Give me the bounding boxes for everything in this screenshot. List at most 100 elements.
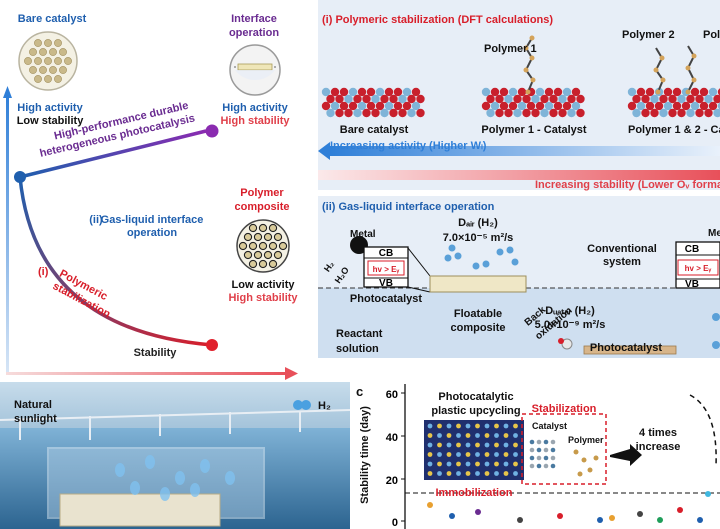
increase-line2: increase xyxy=(636,441,681,453)
immob-atom xyxy=(503,461,509,467)
catalyst-particle xyxy=(39,66,47,74)
upcycling-line1: Photocatalytic xyxy=(438,391,513,403)
stab-catalyst-atom xyxy=(536,447,542,453)
slab-atom xyxy=(681,101,691,111)
slab-atom xyxy=(375,101,385,111)
tick-0: 0 xyxy=(392,517,398,529)
composite-cell xyxy=(248,223,258,233)
slab-atom xyxy=(398,108,407,118)
h2-bubble xyxy=(448,244,456,252)
slab-atom xyxy=(398,94,407,104)
reactant-line1: Reactant xyxy=(336,328,383,340)
immob-atom xyxy=(475,433,480,438)
immob-atom xyxy=(475,461,480,467)
polymer12-catalyst-slab xyxy=(627,87,720,118)
scatter-marker xyxy=(657,517,663,523)
slab-atom xyxy=(663,87,673,97)
slab-atom xyxy=(517,87,527,97)
interface-title-line1: Interface xyxy=(231,13,277,25)
slab-atom xyxy=(393,87,403,97)
slab-atom xyxy=(654,101,664,111)
slab-atom xyxy=(627,87,637,97)
slab-atom xyxy=(535,101,545,111)
slab-atom xyxy=(699,87,709,97)
slab-atom xyxy=(544,101,554,111)
immob-atom xyxy=(465,461,471,467)
composite-cell xyxy=(253,232,263,242)
zoom-line-bottom xyxy=(407,286,431,293)
slab-atom xyxy=(650,94,659,104)
slab-atom xyxy=(366,101,376,111)
conventional-catalyst-bed xyxy=(583,345,677,355)
immob-atom xyxy=(437,423,442,429)
scatter-marker xyxy=(705,491,711,497)
immobilization-atoms xyxy=(427,423,518,476)
immob-atom xyxy=(475,442,480,448)
polymer1-label: Polymer 1 xyxy=(484,43,537,55)
durable-photocatalysis-arrow xyxy=(19,129,207,179)
stability-arrow-bar xyxy=(318,170,720,180)
slab-atom xyxy=(645,87,655,97)
slab-atom xyxy=(636,101,646,111)
slab-atom xyxy=(504,94,513,104)
catalyst-particle xyxy=(39,48,47,56)
slab-atom xyxy=(627,101,637,111)
composite-cell xyxy=(258,259,268,269)
slab-atom xyxy=(357,87,367,97)
tick-60: 60 xyxy=(386,389,398,401)
slab-atom xyxy=(540,108,549,118)
interface-high-stability: High stability xyxy=(220,115,290,127)
increase-line1: 4 times xyxy=(639,427,677,439)
slab-atom xyxy=(490,87,500,97)
slab-atom xyxy=(402,87,412,97)
conventional-line2: system xyxy=(603,256,641,268)
composite-cell xyxy=(273,232,283,242)
slab-atom xyxy=(686,108,695,118)
slab-atom xyxy=(659,94,668,104)
composite-cell xyxy=(278,241,288,251)
panel-c: c Stability time (day) 60 40 20 0 Photoc… xyxy=(356,384,720,529)
catalyst-particle xyxy=(44,57,52,65)
h2-bubble xyxy=(454,252,462,260)
hv-box-right xyxy=(677,259,719,276)
hv-label-right: hv > Eᵧ xyxy=(685,264,712,273)
slab-atom xyxy=(571,101,581,111)
stab-catalyst-atom xyxy=(529,439,535,445)
immob-atom xyxy=(456,461,461,467)
slab-atom xyxy=(549,94,558,104)
slab-atom xyxy=(384,87,394,97)
slab-atom xyxy=(717,102,720,110)
bare-catalyst-particles xyxy=(24,39,72,83)
dair-label: Dₐᵢᵣ (H₂) xyxy=(458,217,498,229)
floatable-line2: composite xyxy=(450,322,505,334)
slab-atom xyxy=(677,94,686,104)
slab-atom xyxy=(330,87,340,97)
stab-catalyst-atom xyxy=(536,463,542,469)
immob-atom xyxy=(475,452,480,457)
dashed-arc xyxy=(689,394,717,466)
slab-atom xyxy=(508,101,518,111)
slab-atom xyxy=(326,108,335,118)
slab-atom xyxy=(708,101,718,111)
immob-atom xyxy=(503,423,509,429)
stab-polymer-atom xyxy=(587,467,593,473)
polymer2-atoms xyxy=(653,53,697,95)
slab-atom xyxy=(357,101,367,111)
catalyst-particle xyxy=(54,39,62,47)
stab-catalyst-atom xyxy=(550,447,556,453)
immob-atom xyxy=(465,452,471,457)
slab-atom xyxy=(636,87,646,97)
bubble-right-1 xyxy=(712,341,720,349)
slab-atom xyxy=(632,108,641,118)
polymer1-atoms xyxy=(523,35,536,95)
panel-a: Stability Bare catalyst High activity Lo… xyxy=(3,13,298,380)
bare-high-activity: High activity xyxy=(17,102,83,114)
slab-atom xyxy=(663,101,673,111)
scatter-marker xyxy=(677,507,683,513)
immob-atom xyxy=(465,471,471,476)
immob-atom xyxy=(484,471,490,476)
catalyst-particle xyxy=(44,39,52,47)
slab-atom xyxy=(321,87,331,97)
stability-arrow-label: Increasing stability (Lower Oᵥ forma xyxy=(535,179,720,191)
